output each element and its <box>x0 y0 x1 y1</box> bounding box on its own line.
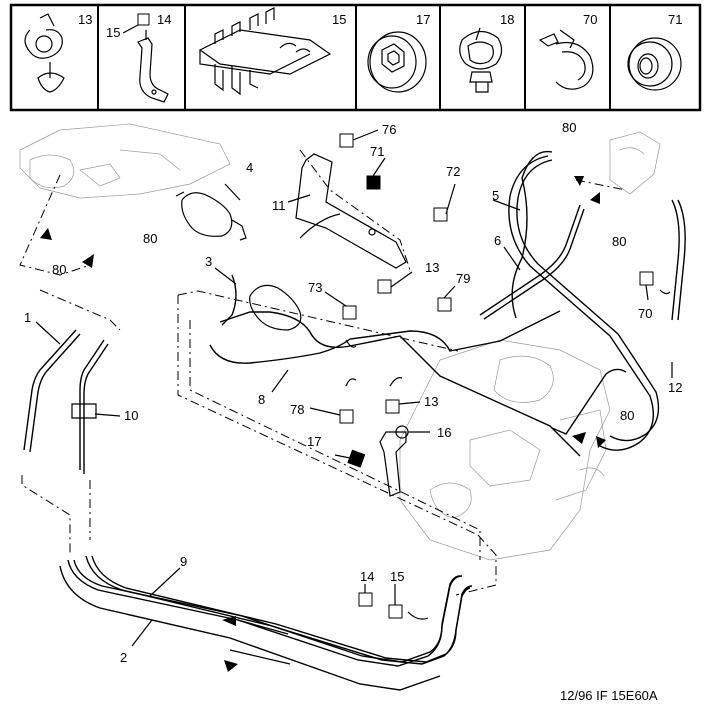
part-71-label: 71 <box>668 12 682 27</box>
ref-box-73 <box>342 305 357 320</box>
ref-box-14 <box>358 592 373 607</box>
callout-80-lower-right: 80 <box>620 408 634 423</box>
part-15-box-icon <box>137 13 150 26</box>
clamp-10-icon <box>71 403 97 419</box>
leader-lines <box>35 129 673 672</box>
clip-13-icon <box>24 13 65 93</box>
callout-1: 1 <box>24 310 31 325</box>
primer-bulb-3-icon <box>249 284 302 331</box>
callout-5: 5 <box>492 188 499 203</box>
ref-box-15 <box>388 604 403 619</box>
callout-72: 72 <box>446 164 460 179</box>
callout-8: 8 <box>258 392 265 407</box>
callout-17: 17 <box>307 434 321 449</box>
grommet-17-icon <box>367 31 427 93</box>
part-15-sub-label: 15 <box>106 25 120 40</box>
bracket-14-icon <box>137 30 169 103</box>
callout-3: 3 <box>205 254 212 269</box>
callout-80-right: 80 <box>612 234 626 249</box>
callout-70: 70 <box>638 306 652 321</box>
clip-rail-15-icon <box>198 7 332 96</box>
clip-18-icon <box>459 27 503 93</box>
callout-14: 14 <box>360 569 374 584</box>
ref-box-71 <box>366 175 381 190</box>
callout-10: 10 <box>124 408 138 423</box>
ref-box-70 <box>639 271 654 286</box>
ref-box-13a <box>377 279 392 294</box>
callout-73: 73 <box>308 280 322 295</box>
engine-ghost-outline <box>19 123 661 561</box>
callout-13-upper: 13 <box>425 260 439 275</box>
part-70-label: 70 <box>583 12 597 27</box>
callout-labels: 76 71 4 11 72 80 5 80 80 80 6 3 13 73 79… <box>24 120 682 665</box>
callout-78: 78 <box>290 402 304 417</box>
ref-box-79 <box>437 297 452 312</box>
callout-76: 76 <box>382 122 396 137</box>
callout-80-top: 80 <box>562 120 576 135</box>
callout-4: 4 <box>246 160 253 175</box>
bracket-16-icon <box>379 425 409 497</box>
bracket-11-icon <box>295 153 407 269</box>
part-17-label: 17 <box>416 12 430 27</box>
part-15-label: 15 <box>332 12 346 27</box>
ref-box-76 <box>339 133 354 148</box>
callout-2: 2 <box>120 650 127 665</box>
part-13-label: 13 <box>78 12 92 27</box>
drawing-reference: 12/96 IF 15E60A <box>560 688 658 703</box>
callout-79: 79 <box>456 271 470 286</box>
ref-box-78 <box>339 409 354 424</box>
callout-12: 12 <box>668 380 682 395</box>
callout-9: 9 <box>180 554 187 569</box>
callout-6: 6 <box>494 233 501 248</box>
ref-box-72 <box>433 207 448 222</box>
part-18-label: 18 <box>500 12 514 27</box>
callout-80-left-upper: 80 <box>143 231 157 246</box>
callout-13-lower: 13 <box>424 394 438 409</box>
parts-strip: 13 14 15 15 17 <box>9 3 702 112</box>
clamp-70-icon <box>538 29 594 90</box>
callout-80-left-lower: 80 <box>52 262 66 277</box>
callout-71: 71 <box>370 144 384 159</box>
ref-box-13b <box>385 399 400 414</box>
grommet-71-icon <box>627 37 682 91</box>
primer-bulb-4-icon <box>175 191 247 241</box>
callout-16: 16 <box>437 425 451 440</box>
assembly-dashed-outlines <box>19 149 627 596</box>
ref-box-17 <box>347 449 366 468</box>
callout-15: 15 <box>390 569 404 584</box>
callout-11: 11 <box>272 198 286 213</box>
part-14-label: 14 <box>157 12 171 27</box>
